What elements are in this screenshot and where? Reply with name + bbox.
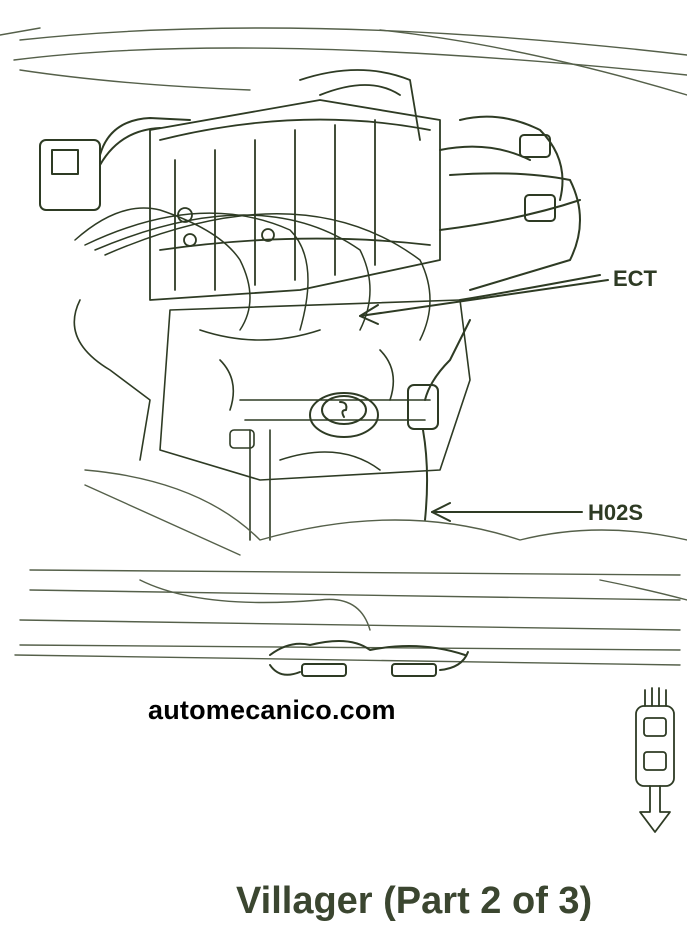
radiator-support bbox=[14, 469, 687, 666]
engine-block bbox=[73, 299, 471, 541]
bottom-harness bbox=[269, 640, 469, 677]
vehicle-front-arrow-icon bbox=[635, 687, 675, 833]
cap-icon bbox=[309, 392, 379, 438]
plug-wires bbox=[74, 207, 431, 341]
diagram-caption: Villager (Part 2 of 3) bbox=[236, 880, 593, 922]
hood-outline bbox=[0, 27, 687, 96]
left-connector bbox=[39, 117, 191, 211]
h02s-label: H02S bbox=[588, 500, 644, 525]
h02s-pointer bbox=[431, 502, 583, 522]
right-wiring bbox=[407, 115, 601, 521]
watermark-text: automecanico.com bbox=[148, 695, 396, 725]
ect-pointer bbox=[359, 279, 609, 325]
ect-label: ECT bbox=[613, 266, 657, 291]
intake-manifold bbox=[149, 69, 441, 301]
